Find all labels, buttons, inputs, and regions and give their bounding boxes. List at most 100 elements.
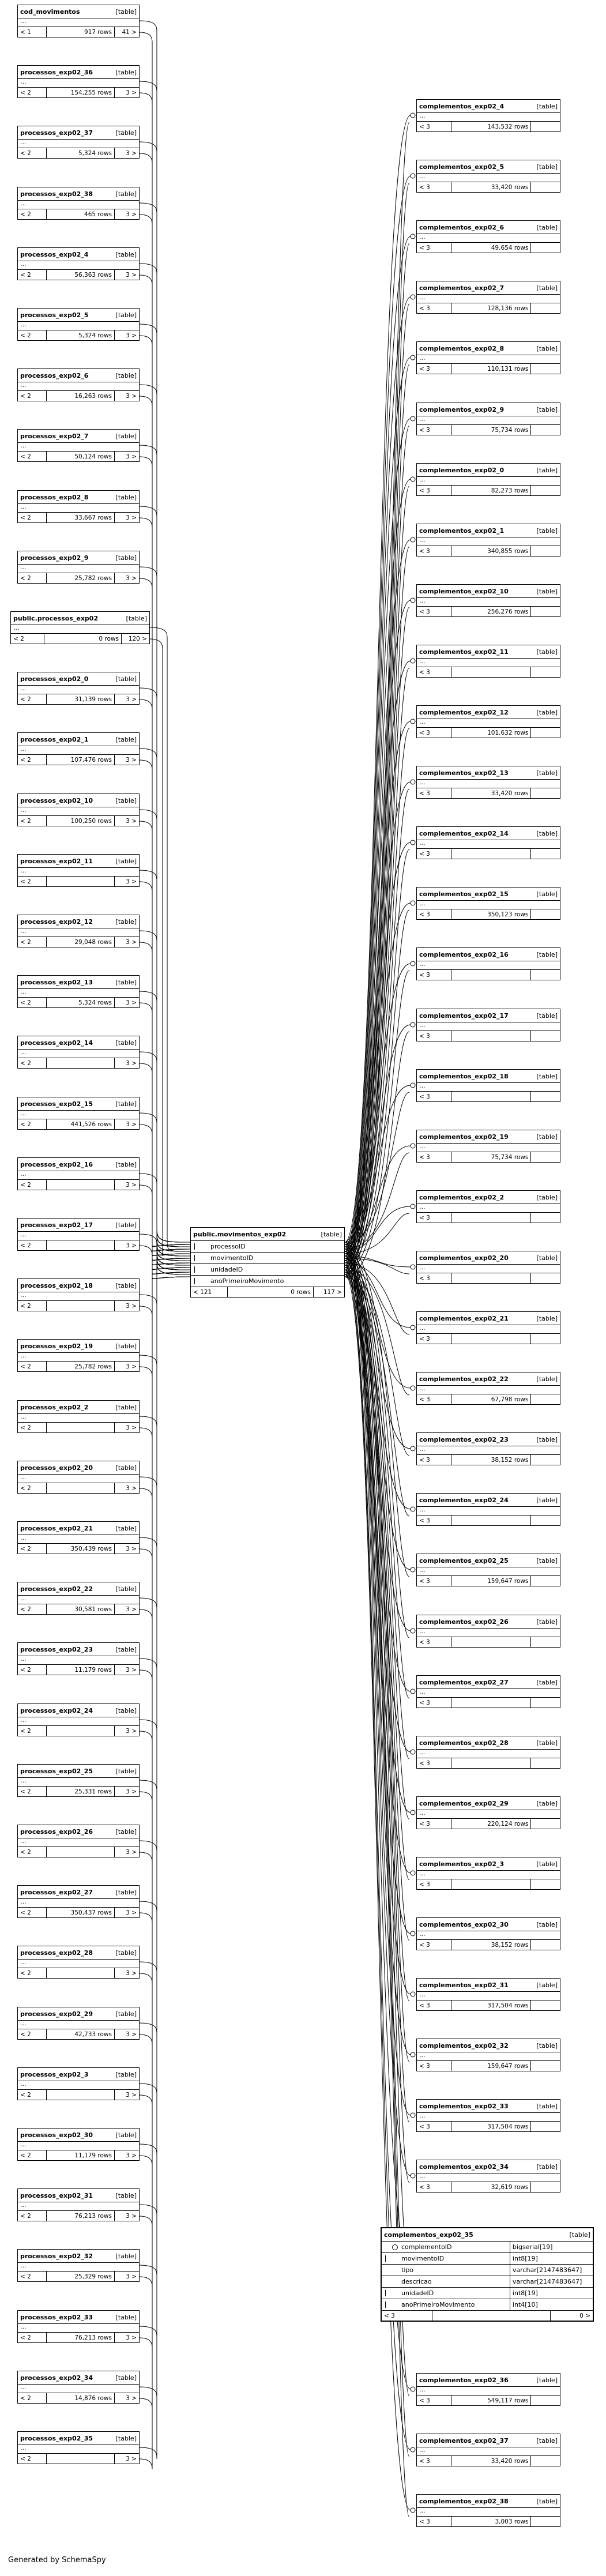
table-name[interactable]: complementos_exp02_27 bbox=[419, 1678, 509, 1686]
children-count[interactable]: 3 > bbox=[126, 271, 137, 279]
parents-count[interactable]: < 2 bbox=[18, 2272, 47, 2281]
children-count[interactable]: 3 > bbox=[126, 695, 137, 703]
table-box[interactable]: complementos_exp02_16[table]...< 3 bbox=[416, 947, 560, 980]
children-count[interactable]: 3 > bbox=[126, 756, 137, 764]
parents-count[interactable]: < 2 bbox=[18, 1787, 47, 1796]
column-row[interactable]: movimentoID bbox=[191, 1252, 344, 1263]
table-box[interactable]: complementos_exp02_18[table]...< 3 bbox=[416, 1069, 560, 1102]
parents-count[interactable]: < 2 bbox=[18, 452, 47, 461]
table-name[interactable]: complementos_exp02_28 bbox=[419, 1739, 509, 1747]
children-count[interactable] bbox=[531, 1394, 560, 1404]
table-name[interactable]: complementos_exp02_3 bbox=[419, 1860, 505, 1868]
table-name[interactable]: processos_exp02_7 bbox=[20, 432, 89, 440]
parents-count[interactable]: < 2 bbox=[18, 1968, 47, 1978]
children-count[interactable]: 3 > bbox=[126, 1848, 137, 1856]
table-name[interactable]: complementos_exp02_9 bbox=[419, 405, 505, 413]
table-name[interactable]: processos_exp02_4 bbox=[20, 250, 89, 258]
parents-count[interactable]: < 3 bbox=[417, 1031, 451, 1041]
children-count[interactable] bbox=[531, 607, 560, 616]
children-count[interactable] bbox=[531, 2517, 560, 2526]
parents-count[interactable]: < 3 bbox=[417, 243, 451, 253]
parents-count[interactable]: < 3 bbox=[417, 667, 451, 677]
children-count[interactable]: 3 > bbox=[126, 2273, 137, 2280]
table-name[interactable]: processos_exp02_16 bbox=[20, 1160, 93, 1168]
parents-count[interactable]: < 3 bbox=[417, 122, 451, 131]
parents-count[interactable]: < 2 bbox=[18, 330, 47, 340]
parents-count[interactable]: < 3 bbox=[417, 2456, 451, 2466]
children-count[interactable]: 3 > bbox=[126, 149, 137, 157]
children-count[interactable]: 3 > bbox=[126, 2030, 137, 2038]
children-count[interactable] bbox=[531, 849, 560, 859]
table-name[interactable]: complementos_exp02_13 bbox=[419, 769, 509, 777]
table-name[interactable]: public.processos_exp02 bbox=[13, 614, 99, 622]
children-count[interactable] bbox=[531, 2396, 560, 2405]
children-count[interactable]: 3 > bbox=[126, 2334, 137, 2341]
table-name[interactable]: processos_exp02_33 bbox=[20, 2313, 93, 2321]
parents-count[interactable]: < 2 bbox=[18, 2333, 47, 2342]
table-name[interactable]: processos_exp02_2 bbox=[20, 1403, 89, 1411]
column-row[interactable]: processoID bbox=[191, 1240, 344, 1252]
children-count[interactable]: 3 > bbox=[126, 1788, 137, 1795]
table-name[interactable]: complementos_exp02_26 bbox=[419, 1618, 509, 1626]
children-count[interactable]: 41 > bbox=[122, 28, 137, 36]
table-box[interactable]: complementos_exp02_28[table]...< 3 bbox=[416, 1736, 560, 1769]
table-name[interactable]: processos_exp02_20 bbox=[20, 1464, 93, 1472]
table-name[interactable]: complementos_exp02_6 bbox=[419, 223, 505, 231]
parents-count[interactable]: < 2 bbox=[18, 1058, 47, 1068]
children-count[interactable]: 3 > bbox=[126, 1605, 137, 1613]
children-count[interactable]: 3 > bbox=[126, 1545, 137, 1552]
children-count[interactable] bbox=[531, 1455, 560, 1465]
table-name[interactable]: processos_exp02_27 bbox=[20, 1888, 93, 1896]
parents-count[interactable]: < 3 bbox=[417, 728, 451, 738]
children-count[interactable] bbox=[531, 1819, 560, 1829]
table-name[interactable]: public.movimentos_exp02 bbox=[193, 1230, 287, 1238]
table-name[interactable]: complementos_exp02_5 bbox=[419, 163, 505, 171]
parents-count[interactable]: < 2 bbox=[18, 2393, 47, 2403]
table-name[interactable]: complementos_exp02_33 bbox=[419, 2102, 509, 2110]
parents-count[interactable]: < 3 bbox=[417, 364, 451, 374]
children-count[interactable]: 117 > bbox=[323, 1288, 342, 1296]
children-count[interactable]: 3 > bbox=[126, 2091, 137, 2099]
table-name[interactable]: processos_exp02_31 bbox=[20, 2191, 93, 2199]
children-count[interactable] bbox=[531, 1698, 560, 1708]
parents-count[interactable]: < 3 bbox=[417, 1758, 451, 1768]
table-name[interactable]: processos_exp02_24 bbox=[20, 1706, 93, 1714]
table-name[interactable]: processos_exp02_25 bbox=[20, 1767, 93, 1775]
children-count[interactable] bbox=[531, 364, 560, 374]
children-count[interactable]: 3 > bbox=[126, 938, 137, 946]
children-count[interactable] bbox=[531, 2182, 560, 2192]
parents-count[interactable]: < 3 bbox=[417, 909, 451, 919]
table-name[interactable]: processos_exp02_35 bbox=[20, 2434, 93, 2442]
parents-count[interactable]: < 2 bbox=[18, 270, 47, 280]
table-name[interactable]: complementos_exp02_35 bbox=[384, 2231, 473, 2239]
parents-count[interactable]: < 1 bbox=[18, 27, 47, 37]
table-name[interactable]: processos_exp02_32 bbox=[20, 2252, 93, 2260]
children-count[interactable] bbox=[531, 1273, 560, 1283]
parents-count[interactable]: < 3 bbox=[417, 1334, 451, 1344]
parents-count[interactable]: < 3 bbox=[417, 1698, 451, 1708]
children-count[interactable] bbox=[531, 667, 560, 677]
children-count[interactable] bbox=[531, 122, 560, 131]
children-count[interactable]: 3 > bbox=[126, 453, 137, 460]
parents-count[interactable]: < 3 bbox=[417, 303, 451, 313]
children-count[interactable] bbox=[531, 1758, 560, 1768]
